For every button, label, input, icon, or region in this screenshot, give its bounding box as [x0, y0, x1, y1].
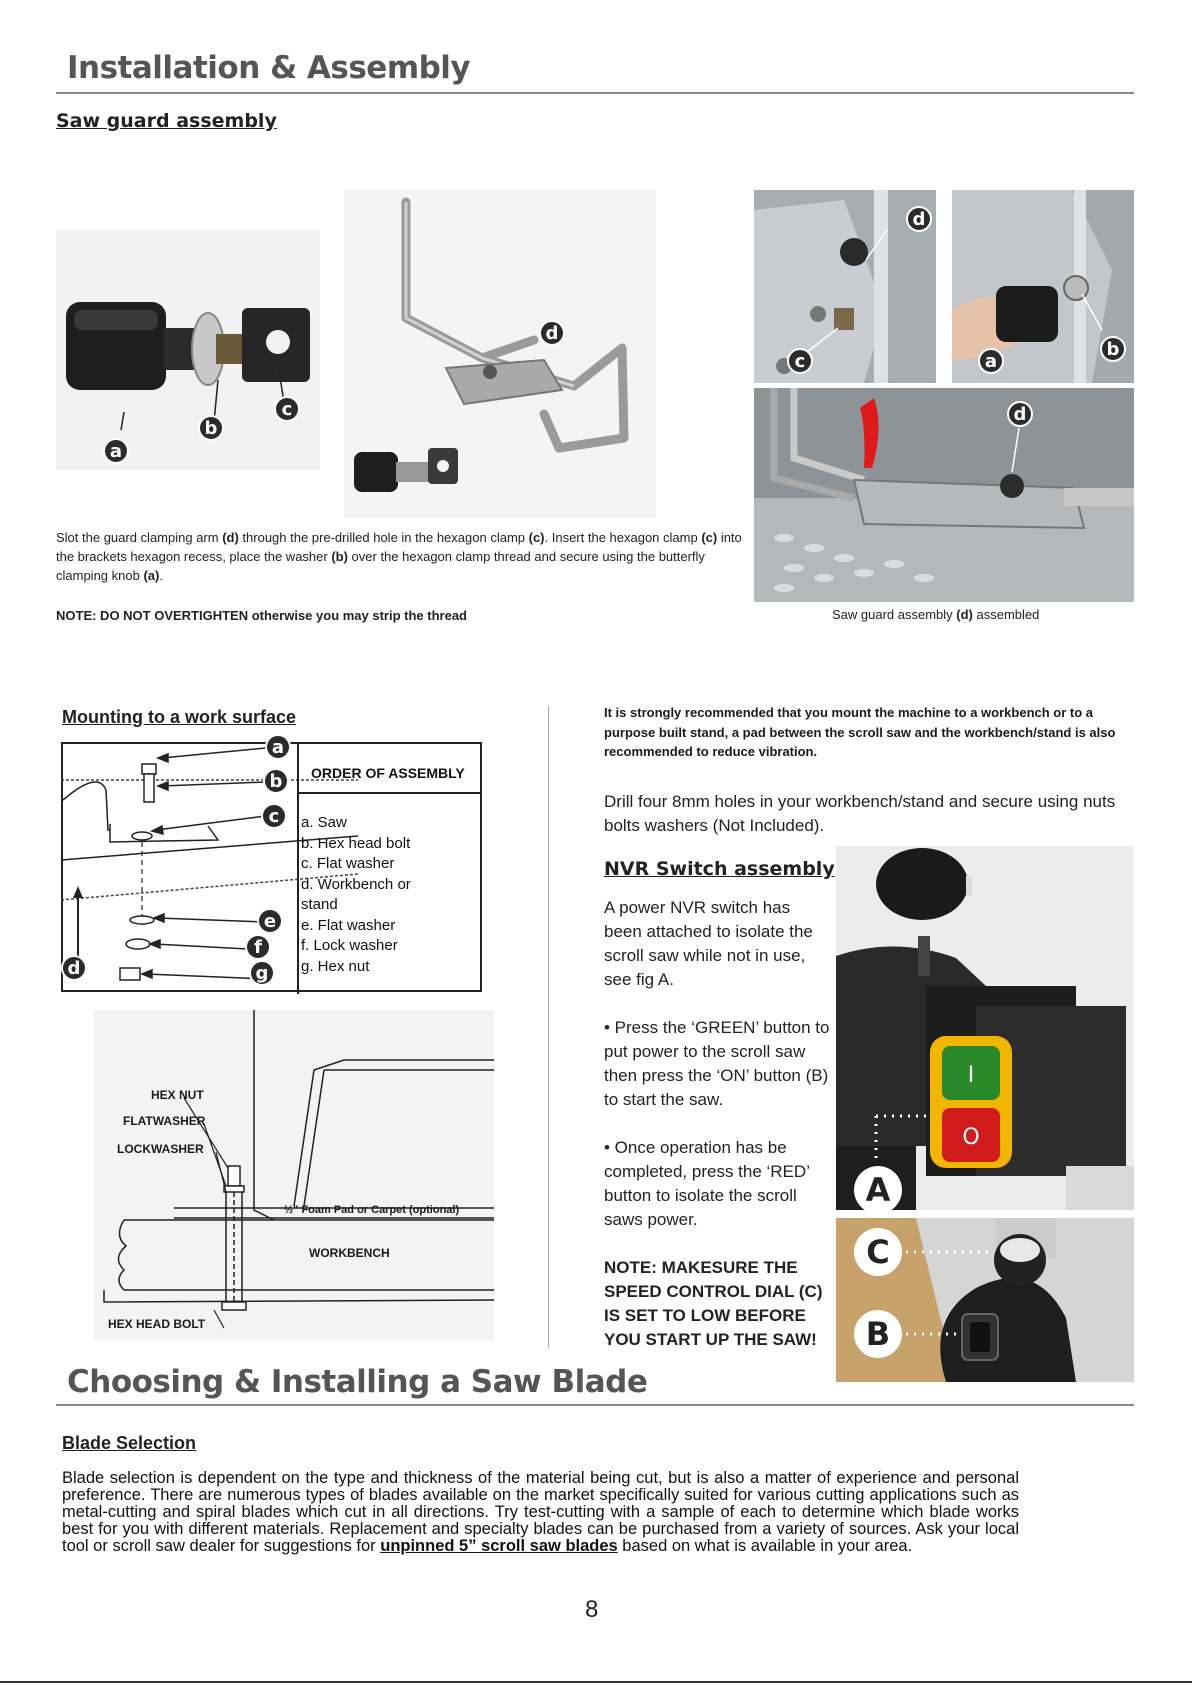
nvr-paragraph-1: A power NVR switch has been attached to …: [604, 898, 813, 989]
order-item: stand: [301, 896, 338, 913]
guard-arm-photo: d: [344, 190, 656, 518]
saw-guard-instructions: Slot the guard clamping arm (d) through …: [56, 528, 746, 585]
mount-label-g: g: [249, 960, 275, 986]
caption-post: assembled: [972, 607, 1040, 622]
bracket-closeup-photo: d c: [754, 190, 936, 383]
mount-label-b: b: [263, 768, 289, 794]
instruction-segment: (c): [701, 530, 718, 545]
nvr-paragraph-2: • Press the ‘GREEN’ button to put power …: [604, 1018, 830, 1109]
label-d-badge-2: d: [906, 206, 932, 232]
instruction-segment: through the pre-drilled hole in the hexa…: [238, 530, 529, 545]
instruction-segment: . Insert the hexagon clamp: [544, 530, 702, 545]
switch-on-label: I: [968, 1063, 975, 1088]
instruction-segment: (a): [143, 568, 160, 583]
order-item: g. Hex nut: [301, 957, 370, 975]
instruction-segment: into the brackets hexagon recess, place …: [56, 530, 742, 564]
instruction-segment: .: [159, 568, 163, 583]
mount-label-d: d: [61, 955, 87, 981]
speed-dial-photo: C B: [836, 1218, 1134, 1382]
label-hex-head-bolt: HEX HEAD BOLT: [108, 1317, 206, 1331]
section2-rule: [56, 1404, 1134, 1406]
overtighten-note: NOTE: DO NOT OVERTIGHTEN otherwise you m…: [56, 608, 467, 623]
label-c-badge: c: [274, 396, 300, 422]
nvr-switch-photo: I O A: [836, 846, 1134, 1210]
label-b-badge: b: [198, 415, 224, 441]
nvr-label-B: B: [854, 1310, 902, 1358]
assembled-guard-photo: d: [754, 388, 1134, 602]
workbench-section-diagram: HEX NUT FLATWASHER LOCKWASHER ½" Foam Pa…: [94, 1010, 495, 1340]
order-of-assembly-diagram: a b c d e f g ORDER OF ASSEMBLY a. Saw b…: [58, 730, 482, 994]
order-item: d. Workbench or: [301, 875, 411, 893]
label-flatwasher: FLATWASHER: [123, 1114, 206, 1128]
order-item: c. Flat washer: [301, 855, 395, 872]
instruction-segment: (c): [528, 530, 545, 545]
column-divider: [548, 706, 549, 1348]
mount-label-e: e: [257, 908, 283, 934]
label-a-badge-2: a: [978, 348, 1004, 374]
label-a-badge: a: [103, 438, 129, 464]
recommend-text: It is strongly recommended that you moun…: [604, 705, 1116, 759]
footer-rule: [0, 1681, 1192, 1683]
label-c-badge-2: c: [787, 348, 813, 374]
label-b-badge-2: b: [1100, 336, 1126, 362]
order-item: e. Flat washer: [301, 916, 396, 934]
blade-body-text: Blade selection is dependent on the type…: [62, 1469, 1019, 1555]
header-rule: [56, 92, 1134, 94]
instructions-text: Slot the guard clamping arm (d) through …: [56, 530, 742, 583]
knob-parts-photo: a b c: [56, 230, 320, 470]
order-panel: [297, 744, 481, 994]
label-d-badge-3: d: [1007, 401, 1033, 427]
label-foam-pad: ½" Foam Pad or Carpet (optional): [284, 1204, 460, 1216]
section-title-saw-blade: Choosing & Installing a Saw Blade: [67, 1364, 648, 1400]
mount-label-a: a: [265, 734, 291, 760]
section-title-installation: Installation & Assembly: [67, 50, 471, 86]
label-d-badge: d: [539, 320, 565, 346]
instruction-segment: (b): [331, 549, 348, 564]
nvr-paragraph-3: • Once operation has be completed, press…: [604, 1138, 810, 1229]
instruction-segment: Slot the guard clamping arm: [56, 530, 223, 545]
mounting-title: Mounting to a work surface: [62, 707, 297, 727]
order-item: f. Lock washer: [301, 937, 398, 954]
switch-off-label: O: [962, 1125, 979, 1150]
order-item: b. Hex head bolt: [301, 834, 411, 852]
subtitle-saw-guard: Saw guard assembly: [56, 110, 277, 132]
assembled-caption: Saw guard assembly (d) assembled: [832, 605, 1039, 624]
mount-label-f: f: [245, 934, 271, 960]
page-number: 8: [585, 1596, 599, 1623]
blade-selection-body: Blade selection is dependent on the type…: [62, 1470, 1019, 1555]
label-hex-nut: HEX NUT: [151, 1088, 204, 1102]
nvr-label-C: C: [854, 1228, 902, 1276]
caption-pre: Saw guard assembly: [832, 607, 957, 622]
label-workbench: WORKBENCH: [309, 1246, 390, 1260]
blade-selection-title: Blade Selection: [62, 1433, 197, 1453]
hand-knob-photo: a b: [952, 190, 1134, 383]
order-list: a. Saw b. Hex head bolt c. Flat washer d…: [301, 813, 411, 977]
blade-link-text: unpinned 5” scroll saw blades: [380, 1537, 618, 1555]
order-title: ORDER OF ASSEMBLY: [311, 765, 465, 781]
instruction-segment: (d): [222, 530, 239, 545]
blade-body-end: based on what is available in your area.: [617, 1537, 913, 1555]
drill-text: Drill four 8mm holes in your workbench/s…: [604, 792, 1116, 835]
order-item: a. Saw: [301, 814, 347, 831]
mount-label-c: c: [261, 803, 287, 829]
instruction-segment: over the hexagon clamp thread and secure…: [56, 549, 705, 583]
nvr-title: NVR Switch assembly: [604, 858, 835, 880]
caption-bold: (d): [956, 607, 973, 622]
nvr-note: NOTE: MAKESURE THE SPEED CONTROL DIAL (C…: [604, 1258, 823, 1349]
order-title-rule: [299, 792, 481, 794]
nvr-label-A: A: [854, 1166, 902, 1210]
label-lockwasher: LOCKWASHER: [117, 1142, 204, 1156]
